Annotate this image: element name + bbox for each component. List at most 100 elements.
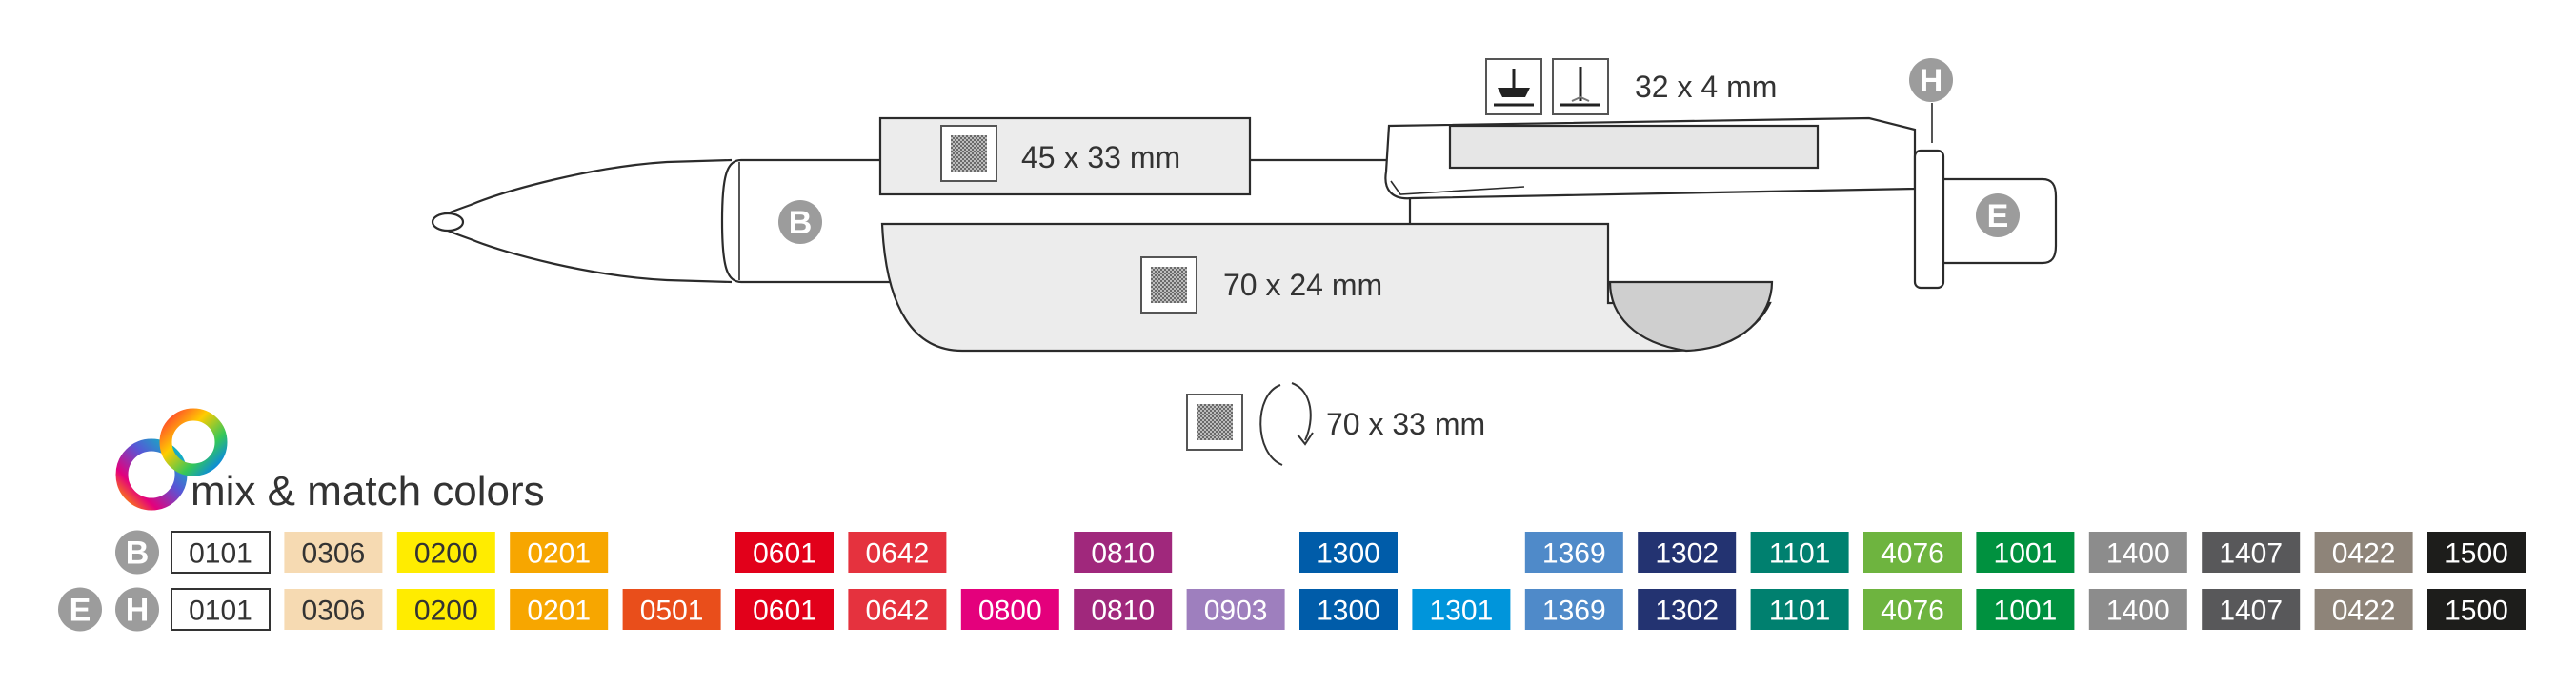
color-swatch-code: 0101 [189,538,252,570]
color-swatch-code: 1302 [1655,538,1719,570]
color-swatch-code: 0422 [2332,538,2396,570]
color-swatch-code: 4076 [1881,596,1944,627]
color-swatch-0601 [735,532,834,573]
color-swatch-code: 0810 [1091,538,1155,570]
color-swatch-4076 [1863,589,1962,630]
color-swatch-code: 0642 [866,596,930,627]
color-swatch-0642 [848,532,947,573]
svg-text:E: E [1987,198,2009,234]
color-swatch-code: 1302 [1655,596,1719,627]
color-swatch-1400 [2088,589,2187,630]
color-swatch-1369 [1524,589,1623,630]
clip-print-area [1448,124,1820,170]
color-swatch-0422 [2314,532,2413,573]
part-marker-body: B [778,200,822,244]
color-swatch-code: 1369 [1542,538,1606,570]
color-swatch-code: 1400 [2106,596,2170,627]
mix-match-title: mix & match colors [191,468,545,515]
color-swatch-0903 [1186,589,1285,630]
row-part-marker-label: H [126,593,150,629]
part-marker-end: E [1976,193,2020,237]
color-swatch-code: 1300 [1317,538,1380,570]
color-swatch-code: 0201 [527,538,591,570]
rotation-arrow-icon [1259,382,1314,466]
laser-engrave-icon [1552,58,1609,115]
color-swatch-1101 [1750,532,1849,573]
color-swatch-1369 [1524,532,1623,573]
color-swatch-code: 0200 [414,538,478,570]
color-swatch-1400 [2088,532,2187,573]
color-swatch-0642 [848,589,947,630]
color-swatch-code: 0306 [302,596,366,627]
color-swatch-code: 1407 [2219,538,2283,570]
swatch-table: B 0101 0306 0200 0201 0601 0642 0810 1300 1369 130… [58,530,2526,632]
color-swatch-0800 [960,589,1059,630]
pen-tip-point [431,212,465,233]
color-swatch-code: 0601 [753,538,816,570]
rotary-area-label-group: 70 x 33 mm [1186,382,1485,466]
row-part-marker-label: E [70,593,91,629]
color-swatch-code: 1300 [1317,596,1380,627]
rotary-area-label: 70 x 33 mm [1326,407,1485,441]
wrap-shadow [1608,280,1774,353]
color-swatch-0101 [171,588,271,631]
clip-area-label-group: 32 x 4 mm [1485,58,1777,115]
color-swatch-1500 [2427,589,2526,630]
color-swatch-0810 [1074,589,1173,630]
color-swatch-code: 0642 [866,538,930,570]
color-swatch-code: 1500 [2445,538,2508,570]
color-swatch-0306 [284,532,383,573]
color-swatch-0201 [510,532,609,573]
color-swatch-code: 0903 [1204,596,1268,627]
color-swatch-code: 0501 [640,596,704,627]
color-swatch-code: 1301 [1430,596,1494,627]
pen-end-collar [1913,149,1945,290]
color-swatch-code: 1001 [1994,538,2058,570]
color-swatch-0601 [735,589,834,630]
color-swatch-code: 0201 [527,596,591,627]
pen-illustration [431,103,2058,353]
color-swatch-code: 4076 [1881,538,1944,570]
row-part-marker [115,587,159,632]
wrap-area-label-group: 70 x 24 mm [1140,256,1382,314]
color-swatch-code: 1407 [2219,596,2283,627]
row-part-marker [115,530,159,575]
color-swatch-code: 1400 [2106,538,2170,570]
body-area-label: 45 x 33 mm [1021,140,1180,174]
color-swatch-1302 [1638,589,1737,630]
color-swatch-0201 [510,589,609,630]
color-swatch-1300 [1299,589,1398,630]
color-swatch-1407 [2202,532,2301,573]
color-swatch-0200 [396,532,495,573]
color-swatch-1101 [1750,589,1849,630]
clip-area-label: 32 x 4 mm [1635,70,1777,104]
color-swatch-0200 [396,589,495,630]
color-swatch-code: 0601 [753,596,816,627]
color-swatch-1001 [1976,589,2075,630]
body-area-label-group: 45 x 33 mm [940,125,1180,182]
color-swatch-1500 [2427,532,2526,573]
screen-print-icon [1485,58,1542,115]
color-swatch-code: 0306 [302,538,366,570]
color-swatch-code: 1001 [1994,596,2058,627]
color-swatch-code: 1101 [1769,596,1831,627]
mix-match-logo-icon [115,408,228,511]
svg-text:B: B [789,205,813,241]
color-swatch-1407 [2202,589,2301,630]
row-part-marker [58,587,102,632]
color-swatch-1301 [1412,589,1511,630]
color-swatch-0810 [1074,532,1173,573]
color-swatch-1001 [1976,532,2075,573]
color-swatch-code: 0422 [2332,596,2396,627]
color-swatch-0306 [284,589,383,630]
row-part-marker-label: B [126,536,150,572]
color-swatch-1302 [1638,532,1737,573]
color-swatch-code: 0101 [189,596,252,627]
color-swatch-code: 0810 [1091,596,1155,627]
color-swatch-code: 1369 [1542,596,1606,627]
color-swatch-code: 0200 [414,596,478,627]
color-swatch-0422 [2314,589,2413,630]
color-swatch-code: 1101 [1769,538,1831,570]
